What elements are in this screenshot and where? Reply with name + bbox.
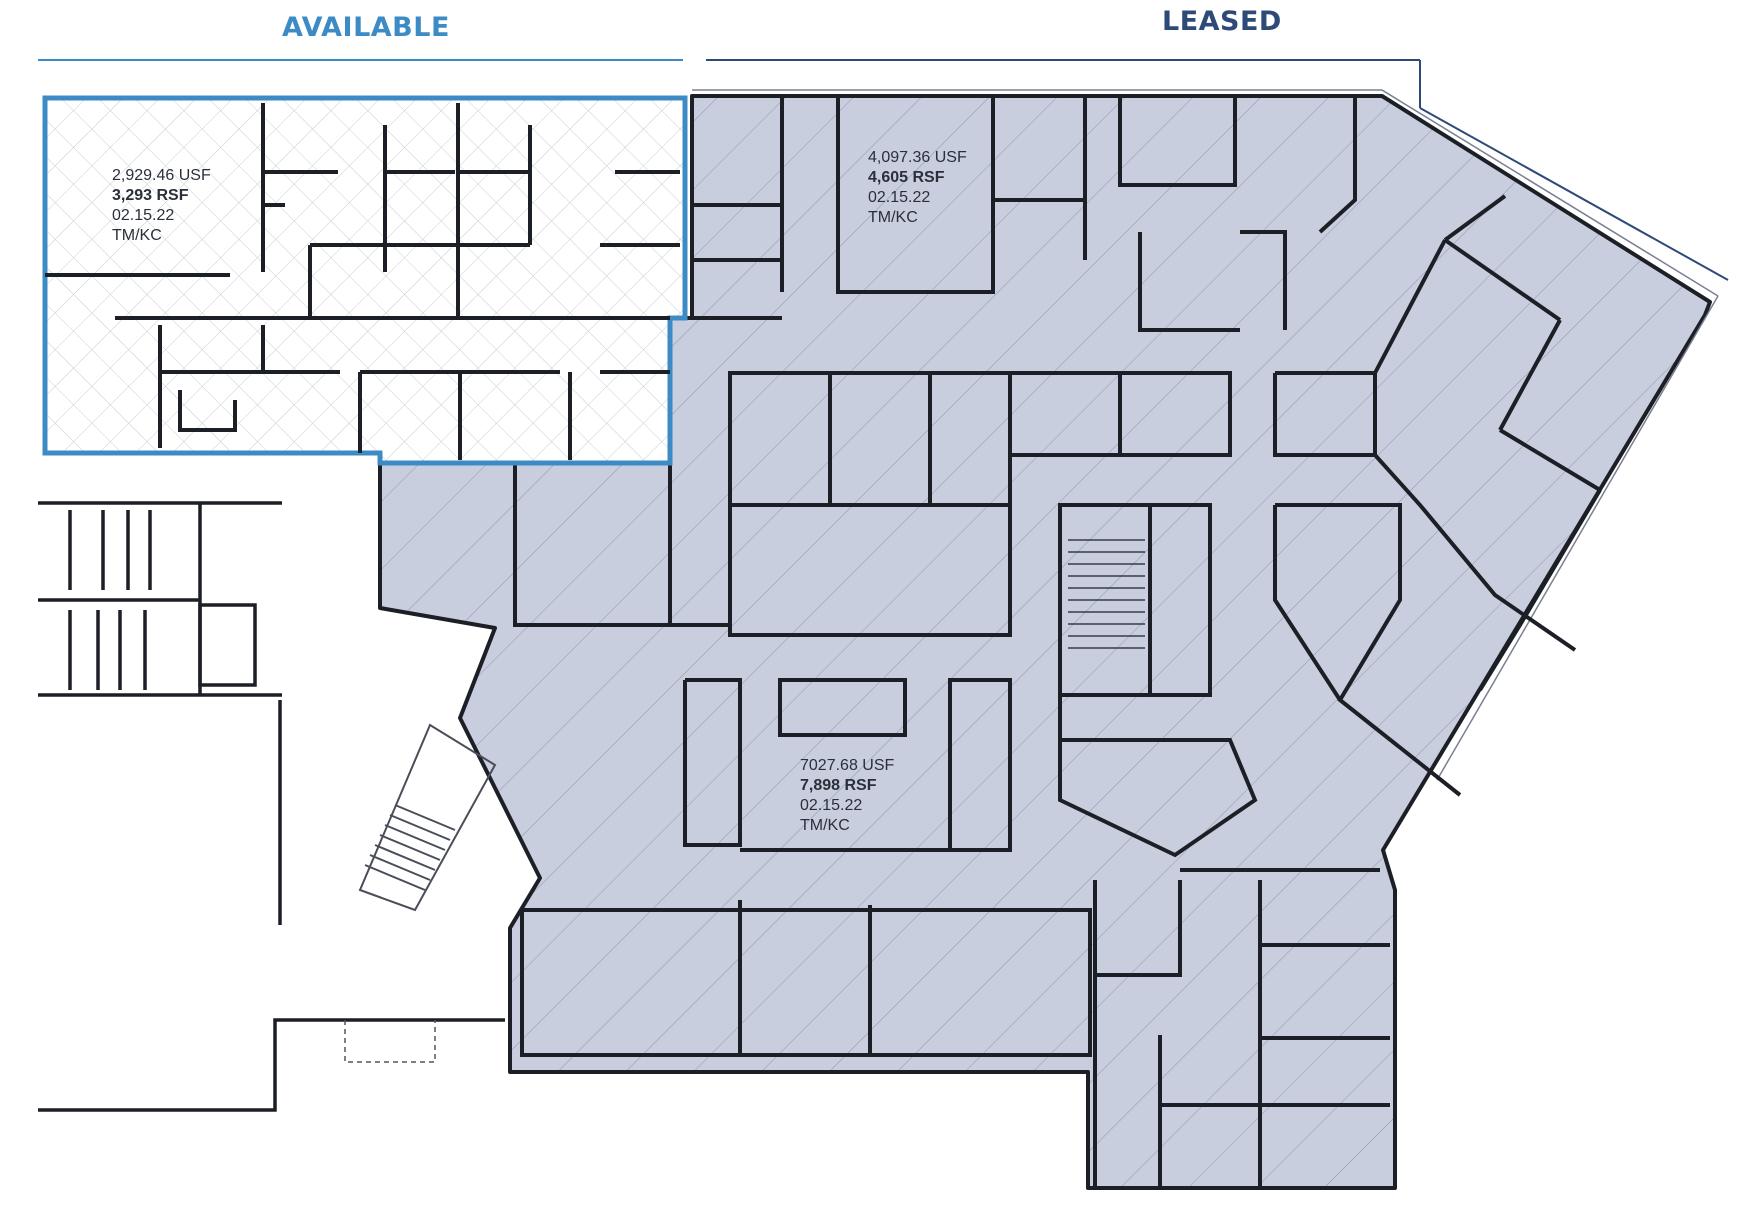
suite-date: 02.15.22 xyxy=(800,797,863,814)
suite-usf: 4,097.36 USF xyxy=(868,149,967,166)
suite-rsf: 7,898 RSF xyxy=(800,777,877,794)
suite-initials: TM/KC xyxy=(868,209,918,226)
suite-date: 02.15.22 xyxy=(112,207,175,224)
suite-label-leased-top: 4,097.36 USF 4,605 RSF 02.15.22 TM/KC xyxy=(868,148,967,228)
suite-date: 02.15.22 xyxy=(868,189,931,206)
suite-rsf: 4,605 RSF xyxy=(868,169,945,186)
available-walls xyxy=(45,103,680,460)
leased-header: LEASED xyxy=(1162,6,1282,37)
suite-usf: 7027.68 USF xyxy=(800,757,895,774)
suite-rsf: 3,293 RSF xyxy=(112,187,189,204)
suite-label-available: 2,929.46 USF 3,293 RSF 02.15.22 TM/KC xyxy=(112,166,211,246)
suite-label-leased-center: 7027.68 USF 7,898 RSF 02.15.22 TM/KC xyxy=(800,756,894,836)
suite-initials: TM/KC xyxy=(800,817,850,834)
exterior-stair xyxy=(358,723,497,912)
restroom-core xyxy=(38,501,282,697)
suite-initials: TM/KC xyxy=(112,227,162,244)
leased-walls xyxy=(513,94,1602,1188)
suite-usf: 2,929.46 USF xyxy=(112,167,211,184)
available-header: AVAILABLE xyxy=(282,12,450,43)
available-area xyxy=(42,95,688,466)
